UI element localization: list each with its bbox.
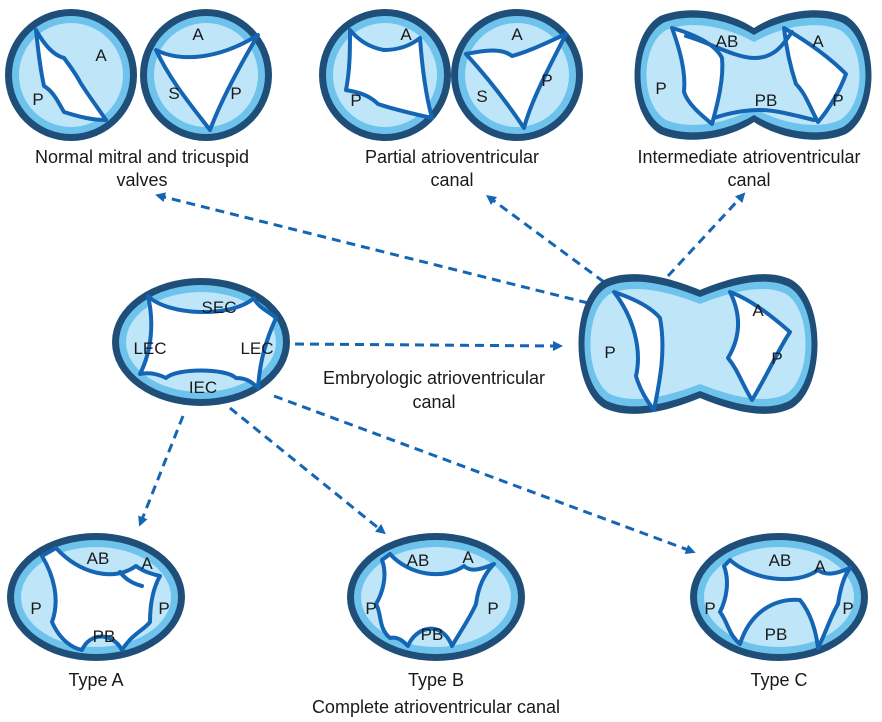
normal-valves: A P A S P Normal mitral and tricuspid va…	[5, 9, 272, 190]
embryologic-lec-right-label: LEC	[240, 339, 273, 358]
type-b-p-right-label: P	[487, 599, 498, 618]
type-b-ab-label: AB	[407, 551, 430, 570]
common-right-orifice	[726, 290, 792, 402]
embryologic-sec-label: SEC	[202, 298, 237, 317]
intermediate-av-canal: AB A P PB P Intermediate atrioventricula…	[634, 10, 872, 190]
arrow-to-partial	[485, 195, 605, 284]
type-a-a-label: A	[141, 554, 153, 573]
common-a-label: A	[752, 301, 764, 320]
partial-right-valve: A S P	[451, 9, 583, 141]
mitral-valve: A P	[5, 9, 137, 141]
type-c-pb-label: PB	[765, 625, 788, 644]
partial-left-valve: A P	[319, 9, 451, 141]
arrow-to-type-c	[273, 394, 696, 554]
intermediate-p-right-label: P	[832, 91, 843, 110]
embryologic-caption-line1: Embryologic atrioventricular	[323, 368, 545, 388]
common-p-left-label: P	[604, 343, 615, 362]
intermediate-p-left-label: P	[655, 79, 666, 98]
partial-av-canal: A P A S P Partial atrioventricular canal	[319, 9, 583, 190]
intermediate-right-orifice	[782, 26, 848, 124]
tricuspid-anterior-label: A	[192, 25, 204, 44]
embryologic-lec-left-label: LEC	[133, 339, 166, 358]
arrow-to-type-a	[138, 415, 185, 527]
partial-right-anterior-label: A	[511, 25, 523, 44]
type-b-caption: Type B	[408, 670, 464, 690]
intermediate-ab-label: AB	[716, 32, 739, 51]
normal-caption-line1: Normal mitral and tricuspid	[35, 147, 249, 167]
type-a-orifice	[40, 546, 162, 652]
type-c-valve: AB A P PB P Type C	[690, 533, 868, 690]
type-a-p-left-label: P	[30, 599, 41, 618]
type-b-a-label: A	[462, 548, 474, 567]
type-c-ab-label: AB	[769, 551, 792, 570]
tricuspid-valve: A S P	[140, 9, 272, 141]
arrow-embryologic-to-common	[294, 340, 563, 351]
embryologic-caption-line2: canal	[412, 392, 455, 412]
type-a-p-right-label: P	[158, 599, 169, 618]
type-c-p-right-label: P	[842, 599, 853, 618]
type-b-p-left-label: P	[365, 599, 376, 618]
tricuspid-orifice	[154, 33, 260, 132]
mitral-posterior-label: P	[32, 90, 43, 109]
type-a-ab-label: AB	[87, 549, 110, 568]
partial-left-orifice	[344, 28, 434, 120]
type-c-p-left-label: P	[704, 599, 715, 618]
common-left-orifice	[612, 290, 665, 412]
intermediate-pb-label: PB	[755, 91, 778, 110]
intermediate-caption-line1: Intermediate atrioventricular	[637, 147, 860, 167]
type-b-pb-label: PB	[421, 625, 444, 644]
intermediate-caption-line2: canal	[727, 170, 770, 190]
intermediate-bridging-line-bottom	[712, 107, 816, 122]
type-c-a-label: A	[814, 557, 826, 576]
normal-caption-line2: valves	[116, 170, 167, 190]
type-a-commissure	[118, 570, 144, 588]
type-a-pb-label: PB	[93, 627, 116, 646]
embryologic-av-canal: SEC LEC LEC IEC Embryologic atrioventric…	[112, 278, 545, 412]
partial-right-septal-label: S	[476, 87, 487, 106]
intermediate-a-label: A	[812, 32, 824, 51]
type-a-valve: AB A P PB P Type A	[7, 533, 185, 690]
complete-av-canal-caption: Complete atrioventricular canal	[312, 697, 560, 717]
type-c-orifice	[718, 558, 852, 650]
type-b-orifice	[374, 552, 496, 648]
mitral-orifice	[34, 28, 108, 122]
common-av-valve: P A P	[578, 274, 818, 414]
partial-right-posterior-label: P	[541, 71, 552, 90]
intermediate-bridging-line-top	[684, 30, 794, 61]
type-c-caption: Type C	[750, 670, 807, 690]
partial-caption-line1: Partial atrioventricular	[365, 147, 539, 167]
arrow-to-normal	[155, 192, 589, 305]
embryologic-iec-label: IEC	[189, 378, 217, 397]
arrow-to-intermediate	[666, 192, 746, 278]
arrows	[138, 192, 746, 554]
partial-left-posterior-label: P	[350, 91, 361, 110]
mitral-anterior-label: A	[95, 46, 107, 65]
tricuspid-posterior-label: P	[230, 84, 241, 103]
common-p-right-label: P	[771, 349, 782, 368]
type-a-caption: Type A	[68, 670, 123, 690]
partial-left-anterior-label: A	[400, 25, 412, 44]
tricuspid-septal-label: S	[168, 84, 179, 103]
type-b-valve: AB A P PB P Type B	[347, 533, 525, 690]
intermediate-left-orifice	[670, 26, 725, 126]
embryologic-orifice	[138, 294, 278, 390]
partial-caption-line2: canal	[430, 170, 473, 190]
arrow-to-type-b	[229, 406, 386, 535]
partial-right-orifice	[464, 32, 568, 130]
